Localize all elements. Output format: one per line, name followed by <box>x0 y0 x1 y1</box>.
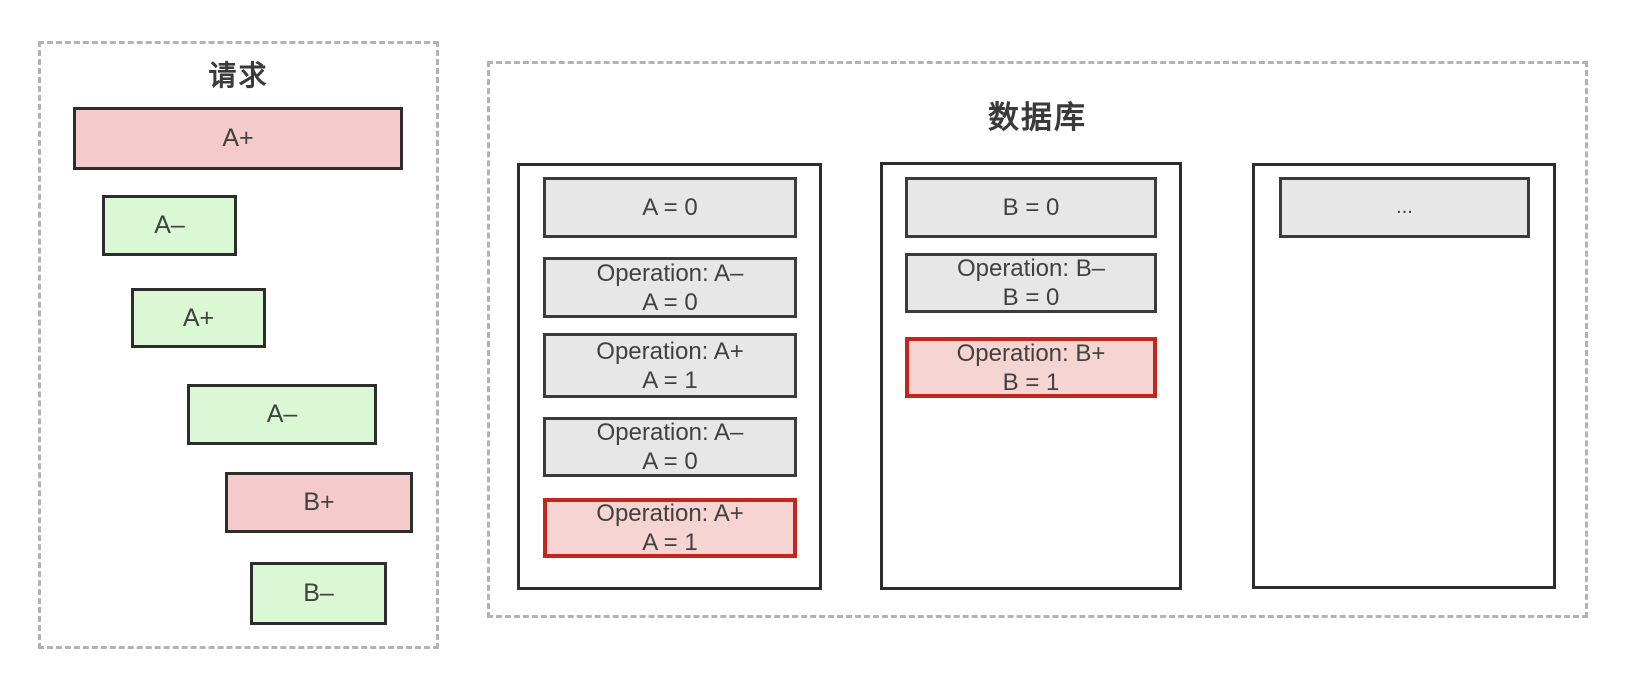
db-record-line: Operation: B– <box>956 255 1106 282</box>
db-record: Operation: A+ A = 1 <box>543 333 797 398</box>
request-box-label: A+ <box>182 303 215 332</box>
request-box-label: B– <box>303 579 334 607</box>
db-record-line: B = 0 <box>1002 284 1060 311</box>
db-record-line: Operation: A+ <box>596 337 744 365</box>
request-box: A+ <box>73 107 403 170</box>
db-record-line: A = 1 <box>642 529 698 556</box>
request-box: A+ <box>131 288 266 348</box>
db-record-line: A = 0 <box>642 288 698 316</box>
request-panel-title: 请求 <box>208 60 269 91</box>
request-box: B+ <box>225 472 413 533</box>
db-table-more: ... <box>1252 163 1556 589</box>
db-record-line: B = 1 <box>1002 368 1060 396</box>
db-record: ... <box>1279 177 1530 238</box>
db-table-a: A = 0 Operation: A– A = 0 Operation: A+ … <box>517 163 822 590</box>
request-box: A– <box>102 195 237 256</box>
db-record-highlighted: Operation: B+ B = 1 <box>905 337 1157 398</box>
db-record-line: A = 1 <box>642 366 698 394</box>
db-record-highlighted: Operation: A+ A = 1 <box>543 498 797 558</box>
db-record: Operation: A– A = 0 <box>543 257 797 318</box>
db-record-line: Operation: A+ <box>596 500 744 527</box>
db-table-b: B = 0 Operation: B– B = 0 Operation: B+ … <box>880 162 1182 590</box>
request-box-label: A– <box>266 400 298 428</box>
request-box: A– <box>187 384 377 445</box>
db-record-line: B = 0 <box>1002 194 1060 221</box>
request-box-label: B+ <box>303 488 335 516</box>
db-record-line: ... <box>1396 196 1413 218</box>
db-record: B = 0 <box>905 177 1157 238</box>
database-panel-title: 数据库 <box>988 100 1087 135</box>
db-record-line: Operation: A– <box>596 259 744 287</box>
db-record: Operation: B– B = 0 <box>905 253 1157 313</box>
db-record: Operation: A– A = 0 <box>543 417 797 477</box>
request-box-label: A+ <box>222 124 254 152</box>
request-box: B– <box>250 562 387 625</box>
db-record-line: A = 0 <box>642 194 698 221</box>
request-panel <box>38 41 439 649</box>
db-record-line: A = 0 <box>642 448 698 475</box>
db-record-line: Operation: A– <box>596 419 744 446</box>
db-record: A = 0 <box>543 177 797 238</box>
db-record-line: Operation: B+ <box>956 339 1106 367</box>
database-panel <box>487 61 1588 618</box>
request-box-label: A– <box>154 211 185 239</box>
